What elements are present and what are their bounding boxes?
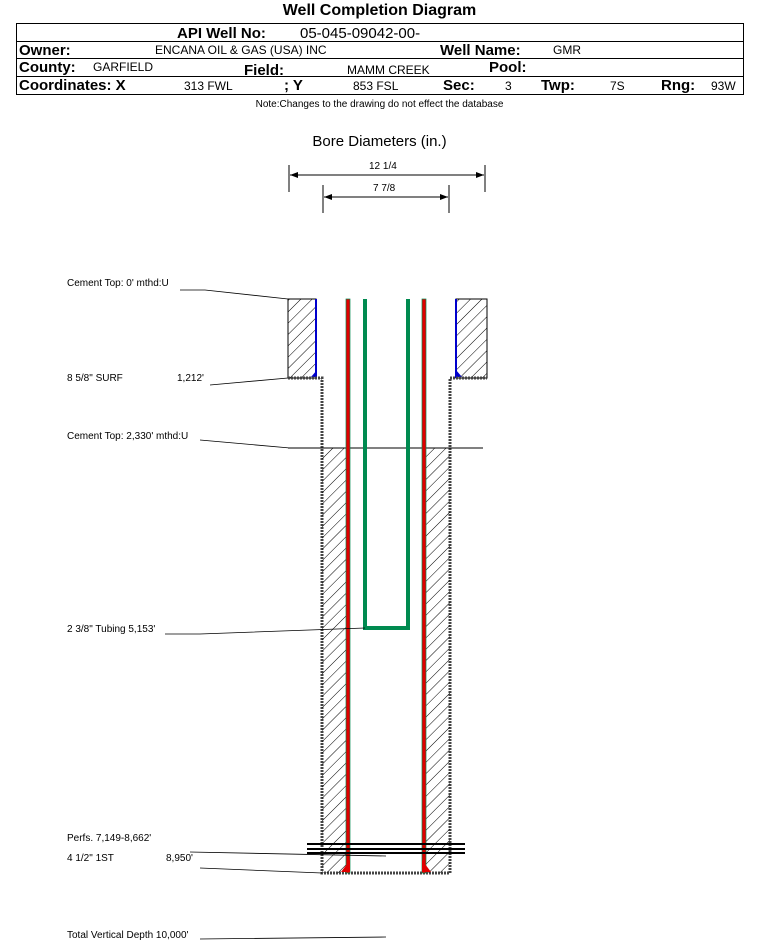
well-header-table: API Well No: 05-045-09042-00- Owner: ENC… [16,23,744,95]
twp-value: 7S [610,79,625,93]
owner-label: Owner: [19,42,71,59]
production-casing-depth: 8,950' [166,853,193,864]
production-casing-left [345,298,351,874]
coord-y-label: ; Y [284,77,303,94]
county-value: GARFIELD [93,60,154,74]
leader-lines [165,289,387,940]
rng-value: 93W [711,79,736,93]
cement-top-1-label: Cement Top: 0' mthd:U [67,278,169,289]
tubing-label: 2 3/8" Tubing 5,153' [67,624,156,635]
bore-inner-label: 7 7/8 [373,183,396,194]
rng-label: Rng: [661,77,696,94]
production-casing-label: 4 1/2" 1ST [67,853,114,864]
bore-dimension-12-1-4 [288,165,486,192]
coord-x-label: Coordinates: X [19,77,126,94]
open-hole-outline [288,376,487,875]
coordinates-row: Coordinates: X 313 FWL ; Y 853 FSL Sec: … [17,76,743,94]
page-title: Well Completion Diagram [282,2,477,19]
coord-x-value: 313 FWL [184,79,233,93]
sec-value: 3 [505,79,512,93]
county-row: County: GARFIELD Field: MAMM CREEK Pool: [17,58,743,79]
production-cement-left [322,448,347,873]
bore-diameters-title: Bore Diameters (in.) [312,133,447,150]
sec-label: Sec: [443,77,475,94]
production-casing-right [421,298,427,874]
surface-casing-depth: 1,212' [177,373,204,384]
api-value: 05-045-09042-00- [300,25,421,42]
pool-label: Pool: [489,59,527,76]
bore-outer-label: 12 1/4 [369,161,397,172]
field-value: MAMM CREEK [347,63,430,77]
owner-row: Owner: ENCANA OIL & GAS (USA) INC Well N… [17,41,743,59]
field-label: Field: [244,62,284,79]
api-label: API Well No: [177,25,266,42]
county-label: County: [19,59,76,76]
tubing [363,299,410,630]
perforations [307,843,465,854]
bore-dimension-7-7-8 [322,185,450,213]
production-cement-right [425,448,450,873]
total-depth-label: Total Vertical Depth 10,000' [67,930,189,941]
owner-value: ENCANA OIL & GAS (USA) INC [155,43,327,57]
surface-cement-right [455,298,488,379]
surface-casing-label: 8 5/8" SURF [67,373,123,384]
well-name-value: GMR [553,43,581,57]
twp-label: Twp: [541,77,575,94]
perfs-label: Perfs. 7,149-8,662' [67,833,152,844]
surface-cement-left [287,298,317,379]
note: Note:Changes to the drawing do not effec… [255,99,504,110]
coord-y-value: 853 FSL [353,79,399,93]
cement-top-2-label: Cement Top: 2,330' mthd:U [67,431,189,442]
well-name-label: Well Name: [440,42,521,59]
